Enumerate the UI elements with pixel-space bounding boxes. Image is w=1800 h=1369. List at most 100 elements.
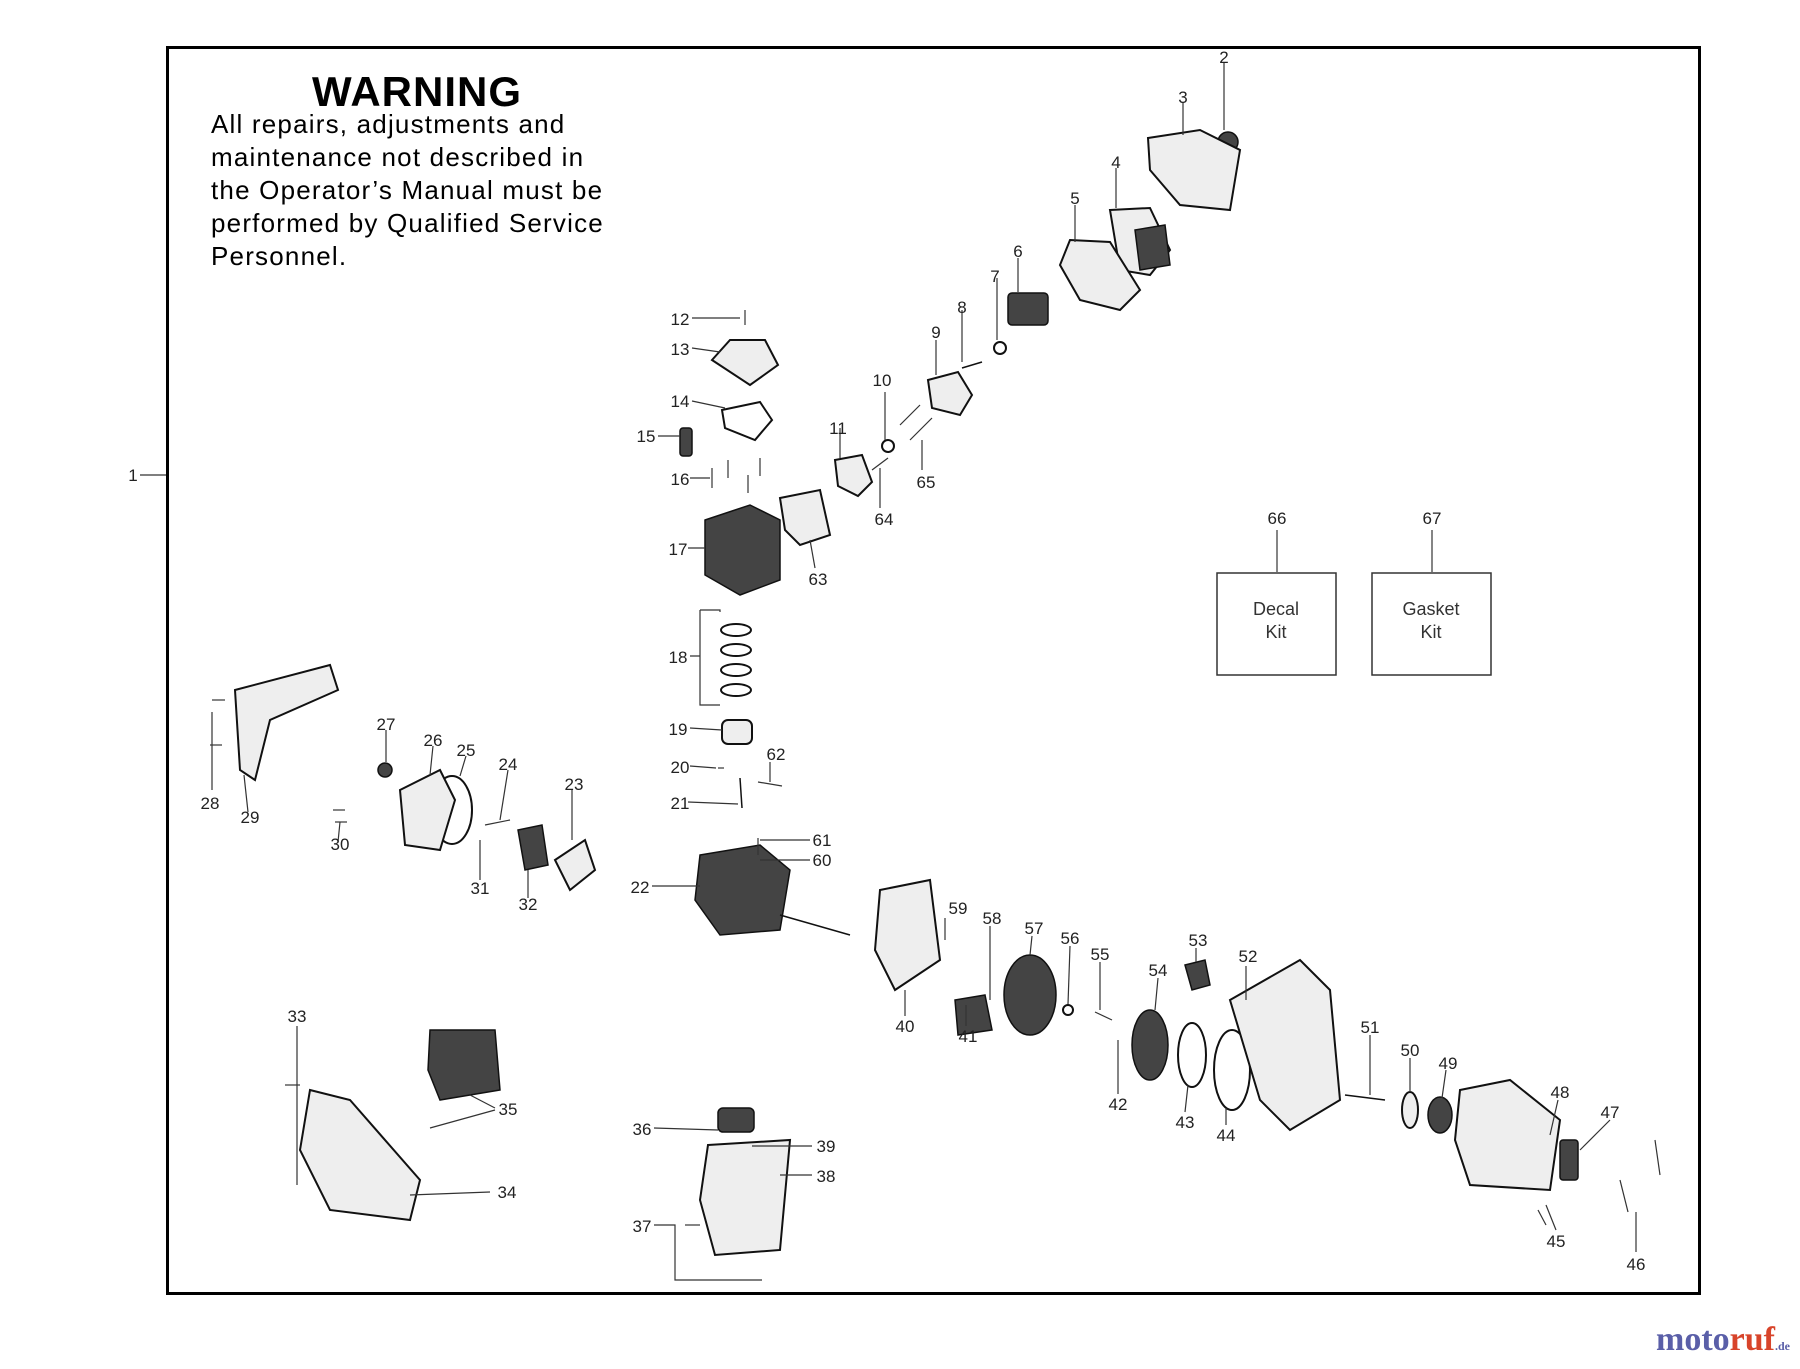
part-label-6: 6	[1013, 242, 1022, 261]
part-label-65: 65	[917, 473, 936, 492]
part-13-drawing	[710, 339, 780, 387]
part-label-4: 4	[1111, 153, 1120, 172]
part-label-59: 59	[949, 899, 968, 918]
watermark-suffix: .de	[1775, 1339, 1790, 1353]
warning-title: WARNING	[312, 68, 522, 115]
filter-element-drawing	[1134, 224, 1171, 271]
watermark-logo: motoruf.de	[1656, 1321, 1790, 1359]
part-46-drawing-2	[1619, 1179, 1629, 1213]
leader-14	[691, 400, 726, 409]
part-label-34: 34	[498, 1183, 517, 1202]
leader-29	[243, 774, 249, 813]
part-label-45: 45	[1547, 1232, 1566, 1251]
part-8-drawing	[961, 361, 983, 369]
part-35-drawing	[427, 1029, 501, 1101]
part-46-drawing	[1654, 1139, 1661, 1176]
part-18-drawing	[720, 623, 752, 637]
part-label-31: 31	[471, 879, 490, 898]
part-label-7: 7	[990, 267, 999, 286]
part-label-30: 30	[331, 835, 350, 854]
part-15-drawing	[679, 427, 693, 457]
part-3-drawing	[1146, 128, 1242, 212]
part-19-drawing	[721, 719, 753, 745]
leader-36	[653, 1127, 719, 1131]
part-label-25: 25	[457, 741, 476, 760]
part-18-drawing-3	[720, 663, 752, 677]
leader-56	[1067, 945, 1071, 1005]
part-49-drawing	[1427, 1096, 1453, 1134]
part-36-drawing	[717, 1107, 755, 1133]
part-label-63: 63	[809, 570, 828, 589]
part-label-9: 9	[931, 323, 940, 342]
part-label-57: 57	[1025, 919, 1044, 938]
watermark-part1: moto	[1656, 1321, 1730, 1358]
part-label-19: 19	[669, 720, 688, 739]
part-18-drawing-2	[720, 643, 752, 657]
leader-26	[429, 745, 434, 776]
kit-number: 67	[1423, 509, 1442, 528]
part-18-drawing-4	[720, 683, 752, 697]
kit-label: Gasket	[1402, 599, 1459, 619]
part-label-39: 39	[817, 1137, 836, 1156]
part-label-10: 10	[873, 371, 892, 390]
part-label-48: 48	[1551, 1083, 1570, 1102]
kit-label: Kit	[1420, 622, 1441, 642]
part-label-17: 17	[669, 540, 688, 559]
part-label-29: 29	[241, 808, 260, 827]
part-17-drawing	[704, 504, 781, 596]
warning-text: All repairs, adjustments and maintenance…	[211, 108, 681, 273]
leader-48	[1549, 1099, 1559, 1136]
leader-57	[1029, 935, 1033, 956]
part-53-drawing	[1184, 959, 1211, 991]
part-11-drawing	[833, 453, 874, 498]
part-label-40: 40	[896, 1017, 915, 1036]
part-label-44: 44	[1217, 1126, 1236, 1145]
gasket-kit-box	[1371, 572, 1492, 676]
part-23-drawing	[553, 838, 597, 892]
part-41-drawing	[954, 994, 993, 1036]
part-6-drawing	[1007, 292, 1049, 326]
leader-47	[1579, 1119, 1611, 1151]
leader-lines	[140, 62, 1637, 1281]
warning-line: All repairs, adjustments and	[211, 109, 566, 139]
warning-line: performed by Qualified Service	[211, 208, 604, 238]
part-55-drawing	[1094, 1011, 1113, 1021]
part-label-43: 43	[1176, 1113, 1195, 1132]
part-10-drawing	[881, 439, 895, 453]
part-label-21: 21	[671, 794, 690, 813]
part-29-drawing	[233, 663, 340, 782]
part-label-15: 15	[637, 427, 656, 446]
part-label-49: 49	[1439, 1054, 1458, 1073]
part-label-23: 23	[565, 775, 584, 794]
part-label-14: 14	[671, 392, 690, 411]
part-43-drawing	[1177, 1022, 1207, 1088]
part-label-24: 24	[499, 755, 518, 774]
part-label-37: 37	[633, 1217, 652, 1236]
part-label-12: 12	[671, 310, 690, 329]
part-label-62: 62	[767, 745, 786, 764]
kit-label: Decal	[1253, 599, 1299, 619]
part-5-drawing	[1058, 238, 1142, 312]
part-57-drawing	[1003, 954, 1057, 1036]
part-47-drawing	[1559, 1139, 1579, 1181]
part-label-42: 42	[1109, 1095, 1128, 1114]
part-label-16: 16	[671, 470, 690, 489]
part-label-58: 58	[983, 909, 1002, 928]
part-label-20: 20	[671, 758, 690, 777]
leader-20	[689, 765, 717, 769]
part-label-50: 50	[1401, 1041, 1420, 1060]
part-54-drawing	[1131, 1009, 1169, 1081]
warning-line: the Operator’s Manual must be	[211, 175, 604, 205]
part-label-54: 54	[1149, 961, 1168, 980]
kit-label: Kit	[1265, 622, 1286, 642]
part-21-drawing	[739, 777, 743, 809]
part-label-35: 35	[499, 1100, 518, 1119]
part-63-drawing	[778, 488, 832, 547]
leader-49	[1441, 1069, 1447, 1099]
part-label-1: 1	[128, 466, 137, 485]
crankshaft-drawing	[779, 914, 851, 936]
leader-37	[654, 1224, 762, 1281]
leader-24	[499, 769, 509, 821]
part-label-51: 51	[1361, 1018, 1380, 1037]
part-label-38: 38	[817, 1167, 836, 1186]
